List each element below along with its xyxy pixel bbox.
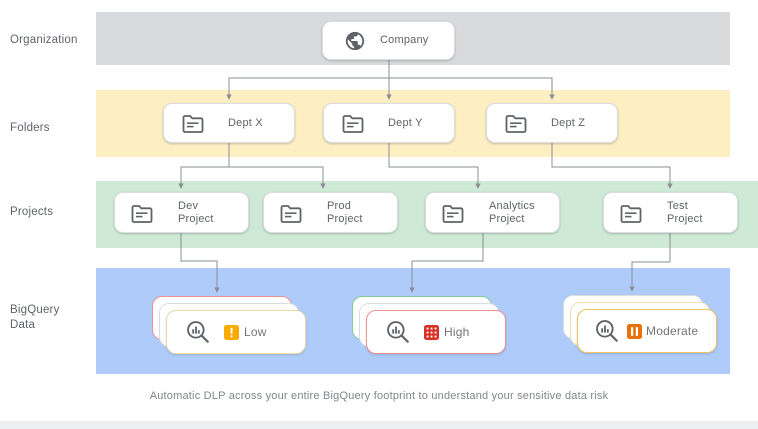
bigquery-stack-high: High	[352, 296, 506, 354]
node-company: Company	[322, 21, 455, 60]
node-dept-y: Dept Y	[323, 103, 455, 143]
dlp-scan-icon	[385, 319, 411, 345]
dept-z-label: Dept Z	[551, 116, 586, 129]
row-label-projects: Projects	[10, 206, 54, 218]
prod-project-label: Prod Project	[327, 199, 363, 225]
moderate-risk-badge-icon	[627, 323, 642, 339]
bottom-strip	[0, 421, 758, 429]
diagram-caption: Automatic DLP across your entire BigQuer…	[149, 390, 609, 402]
moderate-risk-label: Moderate	[646, 324, 699, 338]
low-risk-badge-icon	[224, 324, 239, 340]
folder-icon	[440, 202, 466, 224]
row-label-bigquery: BigQuery Data	[10, 304, 60, 331]
folder-icon	[618, 202, 644, 224]
stack-card-high: High	[366, 310, 506, 354]
bigquery-stack-low: Low	[152, 296, 306, 354]
bigquery-stack-moderate: Moderate	[563, 295, 717, 353]
node-test-project: Test Project	[603, 192, 738, 233]
row-label-folders: Folders	[10, 122, 50, 134]
company-label: Company	[380, 34, 429, 46]
dlp-scan-icon	[185, 319, 211, 345]
node-dev-project: Dev Project	[114, 192, 249, 233]
folder-icon	[278, 202, 304, 224]
folder-icon	[503, 112, 529, 134]
node-dept-x: Dept X	[163, 103, 295, 143]
dept-y-label: Dept Y	[388, 116, 423, 129]
low-risk-label: Low	[244, 325, 267, 339]
node-prod-project: Prod Project	[263, 192, 398, 233]
stack-card-low: Low	[166, 310, 306, 354]
test-project-label: Test Project	[667, 199, 703, 225]
dept-x-label: Dept X	[228, 116, 263, 129]
folder-icon	[129, 202, 155, 224]
node-analytics-project: Analytics Project	[425, 192, 560, 233]
analytics-project-label: Analytics Project	[489, 199, 535, 225]
high-risk-badge-icon	[424, 324, 439, 340]
dlp-scan-icon	[594, 318, 620, 344]
stack-card-moderate: Moderate	[577, 309, 717, 353]
node-dept-z: Dept Z	[486, 103, 618, 143]
dev-project-label: Dev Project	[178, 199, 214, 225]
folder-icon	[180, 112, 206, 134]
folder-icon	[340, 112, 366, 134]
globe-icon	[344, 30, 366, 52]
high-risk-label: High	[444, 325, 470, 339]
row-label-organization: Organization	[10, 34, 78, 46]
